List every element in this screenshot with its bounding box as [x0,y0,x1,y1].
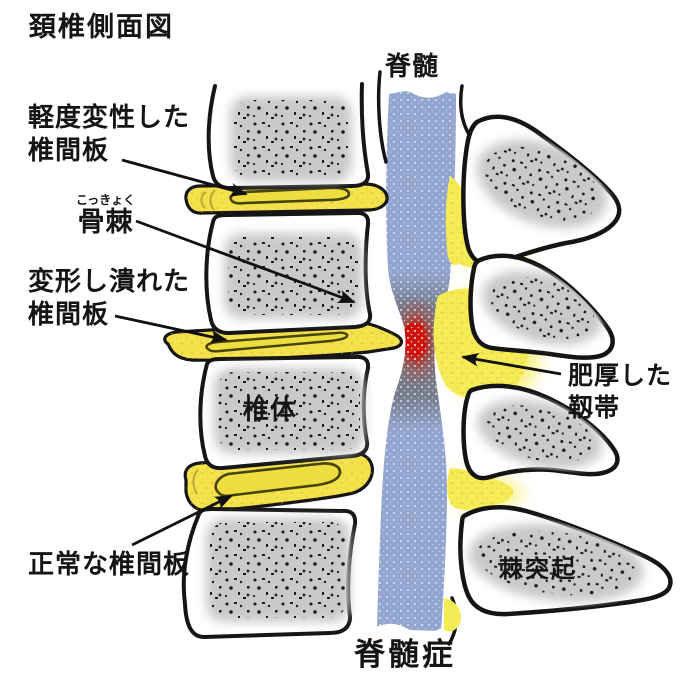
bones-marrow [468,139,644,603]
arrow-mild-disc [121,158,248,197]
arrow-thickened-ligament [461,352,562,376]
spinous-process-label: 棘突起 [499,555,577,583]
vertebral-body-label: 椎体 [243,396,298,426]
mild-degenerated-disc-label-line2: 椎間板 [28,136,110,167]
myelopathy-caption: 脊髄症 [354,637,456,673]
bone-spur-furigana: こっきょく [76,193,136,207]
crushed-disc-label: 変形し潰れた 椎間板 [28,266,190,332]
bone-spur-text: 骨棘 [77,207,134,238]
crushed-disc-label-line2: 椎間板 [28,300,110,331]
vertebrae-marrow [206,96,364,622]
crushed-disc-label-line1: 変形し潰れた [28,267,191,297]
ligament-pocket-2 [447,468,514,510]
arrow-bone-spur [135,219,356,304]
figure-title: 頚椎側面図 [29,12,174,43]
mild-degenerated-disc-label: 軽度変性した 椎間板 [28,102,190,168]
mild-degenerated-disc-label-line1: 軽度変性した [28,103,191,133]
annotation-arrows [114,158,562,547]
bone-spur-label: こっきょく 骨棘 [76,194,135,240]
thickened-ligament-label-line2: 靱帯 [568,392,621,422]
arrow-normal-disc [131,494,233,547]
thickened-ligament-label-line1: 肥厚した [568,361,673,390]
arrow-crushed-disc [114,314,228,344]
normal-disc-label: 正常な椎間板 [28,550,191,580]
spinal-cord-label: 脊髄 [385,52,440,82]
thickened-ligament-label: 肥厚した 靱帯 [568,360,672,424]
ligament-pocket-3 [444,598,462,632]
